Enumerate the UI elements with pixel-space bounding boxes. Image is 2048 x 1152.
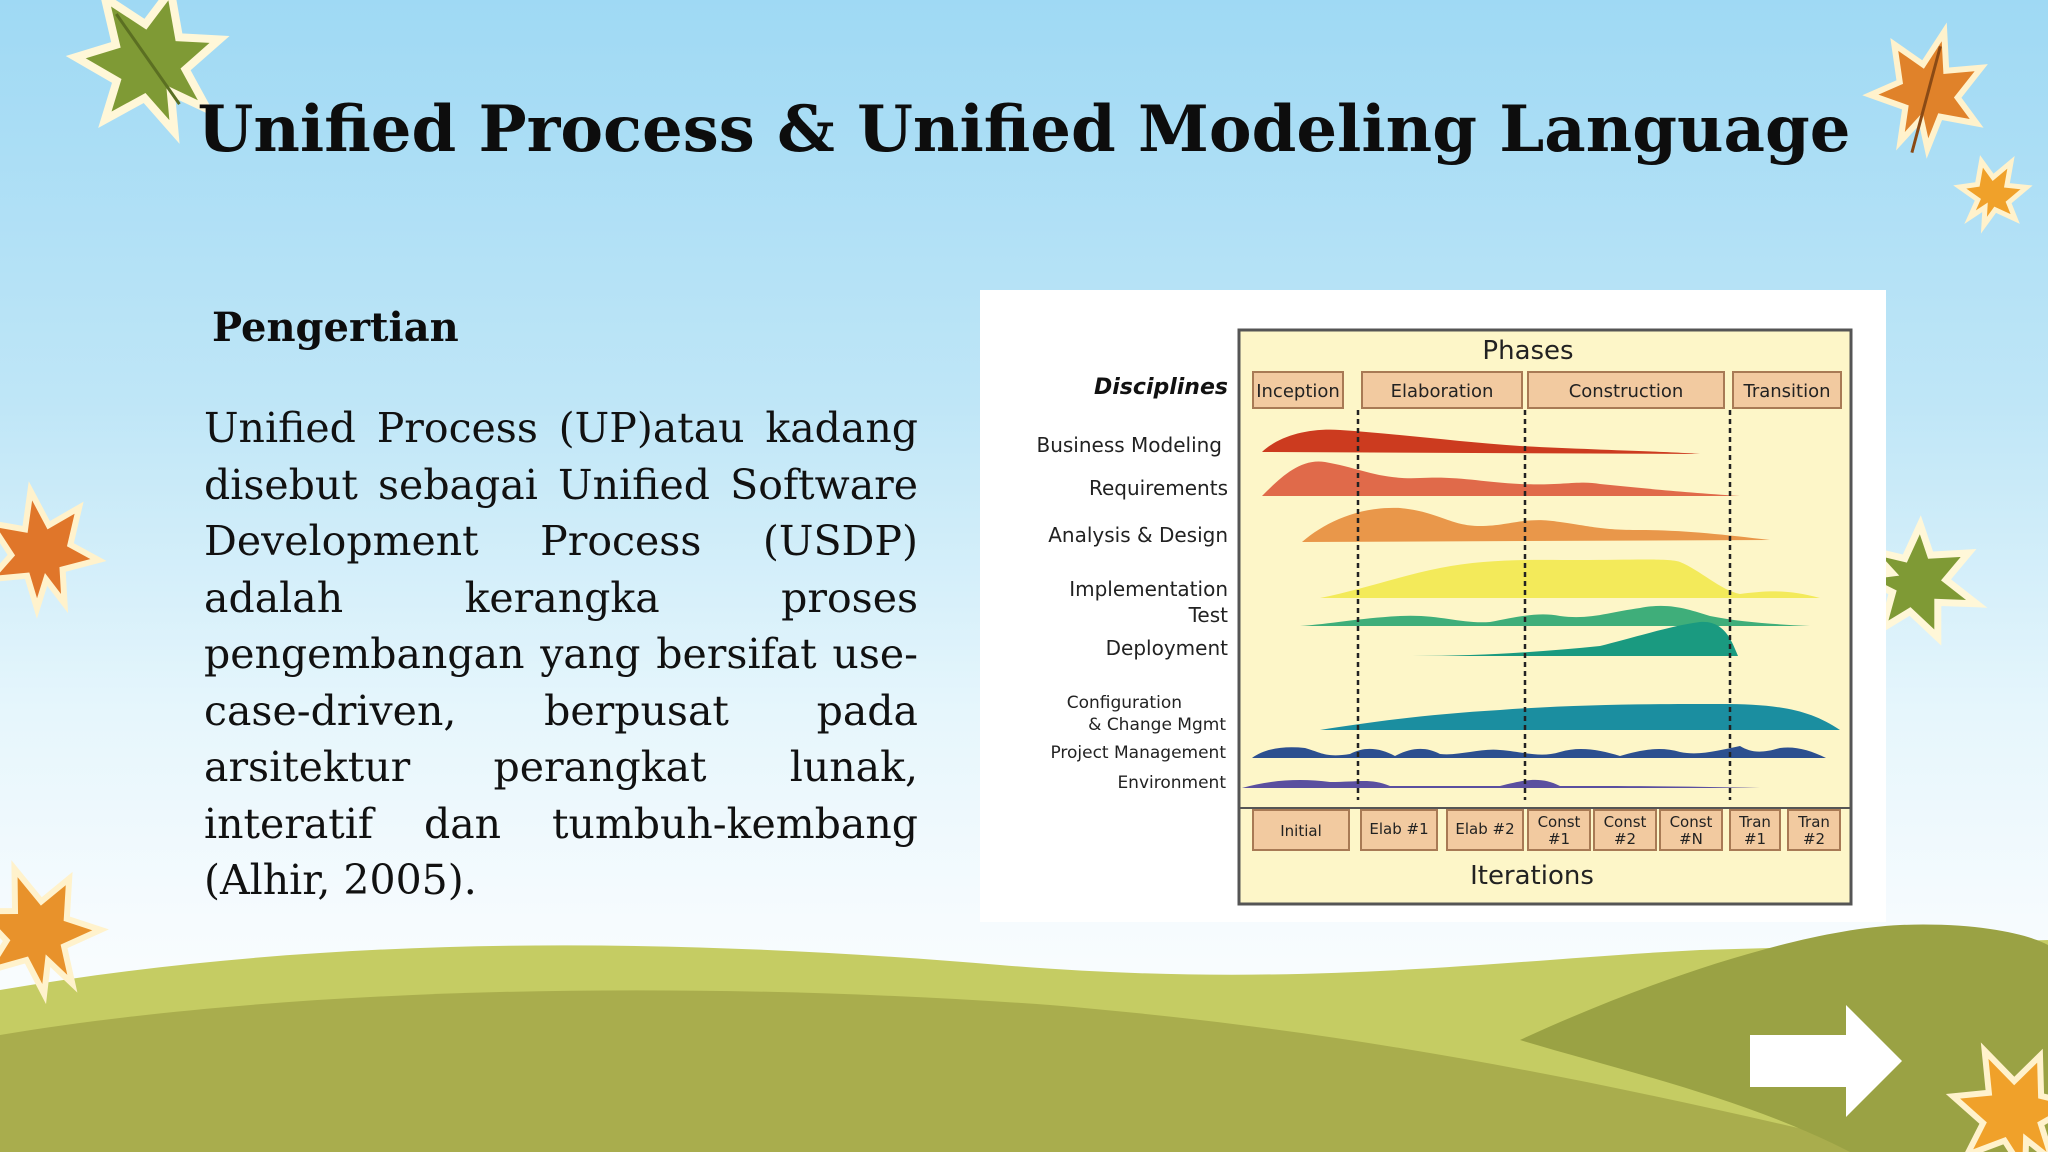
discipline-label: Configuration: [1067, 693, 1182, 713]
iteration-label: Const: [1604, 813, 1647, 831]
leaf-icon: [65, 0, 230, 144]
iteration-label: #1: [1744, 830, 1766, 848]
requirements-hump: [1262, 461, 1740, 496]
discipline-label: Implementation: [1069, 577, 1228, 601]
phase-label: Elaboration: [1391, 381, 1494, 402]
discipline-label: Business Modeling: [1036, 433, 1222, 457]
iteration-row: Initial Elab #1 Elab #2 Const #1 Const #…: [1252, 809, 1841, 851]
section-heading: Pengertian: [212, 304, 459, 351]
project-management-hump: [1252, 746, 1826, 758]
iteration-label: Initial: [1280, 822, 1322, 840]
deployment-hump: [1412, 621, 1738, 656]
discipline-label: Analysis & Design: [1048, 523, 1228, 547]
phase-box: [1732, 371, 1842, 409]
iteration-label: Const: [1670, 813, 1713, 831]
implementation-hump: [1320, 559, 1820, 598]
test-hump: [1300, 605, 1810, 626]
iteration-label: Tran: [1738, 813, 1771, 831]
leaf-icon: [1850, 515, 1988, 646]
phase-label: Construction: [1569, 381, 1684, 402]
iteration-label: #2: [1614, 830, 1636, 848]
iteration-box: [1446, 809, 1524, 851]
disciplines-title: Disciplines: [1094, 375, 1228, 400]
phase-header: Inception Elaboration Construction Trans…: [1252, 371, 1842, 409]
iterations-title: Iterations: [1470, 861, 1594, 891]
phase-label: Inception: [1256, 381, 1340, 402]
phase-label: Transition: [1742, 381, 1830, 402]
phase-box: [1527, 371, 1725, 409]
discipline-label: Environment: [1117, 773, 1226, 793]
leaf-icon: [0, 481, 107, 619]
phase-box: [1252, 371, 1344, 409]
discipline-label: Requirements: [1089, 476, 1228, 500]
iteration-label: Tran: [1797, 813, 1830, 831]
discipline-label: & Change Mgmt: [1088, 715, 1226, 735]
business-modeling-hump: [1262, 429, 1700, 454]
phase-box: [1361, 371, 1523, 409]
discipline-label: Project Management: [1050, 743, 1226, 763]
discipline-labels: Business Modeling Requirements Analysis …: [1036, 433, 1228, 793]
iteration-box: [1527, 809, 1591, 851]
discipline-label: Test: [1188, 603, 1229, 627]
iteration-label: #2: [1803, 830, 1825, 848]
config-change-hump: [1320, 704, 1840, 730]
iteration-box: [1787, 809, 1841, 851]
leaf-icon: [1945, 1042, 2048, 1152]
analysis-design-hump: [1302, 507, 1770, 542]
iteration-box: [1659, 809, 1723, 851]
iteration-box: [1593, 809, 1657, 851]
iteration-box: [1360, 809, 1438, 851]
environment-hump: [1242, 779, 1760, 788]
arrow-right-icon: [1750, 1005, 1902, 1117]
unified-process-diagram: Phases Disciplines Inception Elaboration…: [980, 290, 1886, 922]
leaf-icon: [0, 860, 109, 1005]
iteration-label: #1: [1548, 830, 1570, 848]
next-slide-button[interactable]: [1750, 1005, 1902, 1117]
slide-title: Unified Process & Unified Modeling Langu…: [197, 92, 1851, 167]
leaf-icon: [1862, 22, 1988, 159]
hill-dark-left: [0, 990, 1900, 1152]
discipline-label: Deployment: [1106, 636, 1228, 660]
iteration-box: [1729, 809, 1781, 851]
iteration-label: Const: [1538, 813, 1581, 831]
iteration-label: #N: [1679, 830, 1703, 848]
iteration-box: [1252, 809, 1350, 851]
leaf-icon: [1953, 155, 2033, 234]
phases-title: Phases: [1482, 336, 1573, 366]
body-paragraph: Unified Process (UP)atau kadang disebut …: [204, 404, 918, 904]
iteration-label: Elab #1: [1369, 820, 1428, 838]
phase-separators: [1356, 410, 1732, 800]
iteration-label: Elab #2: [1455, 820, 1514, 838]
